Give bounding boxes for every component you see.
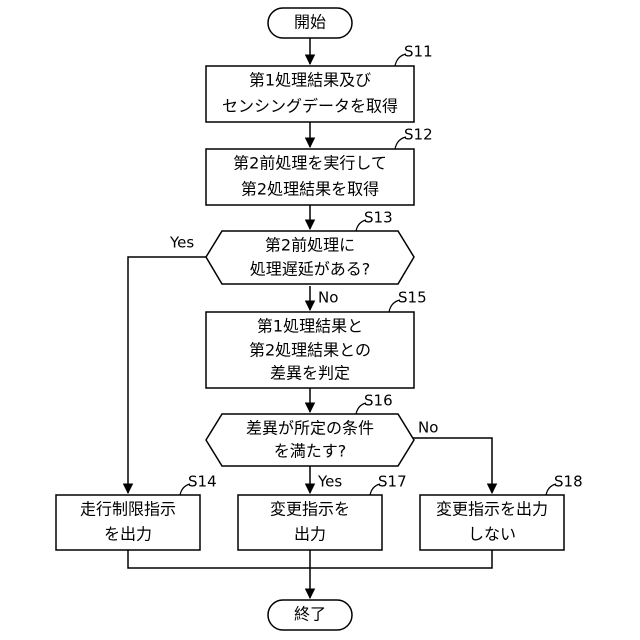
s14-line-1: 走行制限指示 — [80, 500, 176, 519]
s16-step-label: S16 — [364, 392, 393, 410]
step-s14: 走行制限指示 を出力 S14 — [56, 473, 217, 551]
s15-line-2: 第2処理結果との — [249, 341, 371, 360]
s15-line-3: 差異を判定 — [270, 364, 350, 383]
s14-step-label: S14 — [188, 473, 217, 491]
s12-step-label: S12 — [404, 126, 433, 144]
s13-line-2: 処理遅延がある? — [250, 260, 371, 279]
end-label: 終了 — [294, 605, 326, 624]
decision-s13: 第2前処理に 処理遅延がある? S13 Yes No — [169, 209, 414, 307]
s13-no-label: No — [318, 289, 338, 307]
start-terminal: 開始 — [268, 8, 352, 38]
s14-line-2: を出力 — [104, 525, 152, 544]
arrow-s16-no-to-s18 — [413, 438, 492, 493]
arrow-s13-yes-to-s14 — [128, 257, 206, 493]
s15-line-1: 第1処理結果と — [257, 317, 363, 336]
s16-no-label: No — [418, 419, 438, 437]
s11-line-1: 第1処理結果及び — [249, 71, 371, 90]
s11-step-label: S11 — [404, 43, 433, 61]
step-s12: 第2前処理を実行して 第2処理結果を取得 S12 — [206, 126, 433, 206]
s12-line-2: 第2処理結果を取得 — [241, 180, 379, 199]
s13-line-1: 第2前処理に — [265, 236, 355, 255]
s12-line-1: 第2前処理を実行して — [233, 154, 387, 173]
s15-step-label: S15 — [398, 289, 427, 307]
s17-line-2: 出力 — [294, 525, 326, 544]
s17-line-1: 変更指示を — [270, 500, 350, 519]
start-label: 開始 — [294, 13, 326, 32]
s18-step-label: S18 — [554, 473, 583, 491]
s13-yes-label: Yes — [169, 234, 194, 252]
end-terminal: 終了 — [268, 600, 352, 630]
step-s18: 変更指示を出力 しない S18 — [420, 473, 583, 551]
step-s11: 第1処理結果及び センシングデータを取得 S11 — [206, 43, 433, 123]
s13-step-label: S13 — [364, 209, 393, 227]
s18-line-2: しない — [468, 525, 516, 544]
s17-step-label: S17 — [378, 473, 407, 491]
s18-line-1: 変更指示を出力 — [436, 500, 548, 519]
s16-line-2: を満たす? — [274, 442, 347, 461]
step-s15: 第1処理結果と 第2処理結果との 差異を判定 S15 — [206, 289, 427, 389]
s16-yes-label: Yes — [317, 473, 342, 491]
s11-line-2: センシングデータを取得 — [222, 97, 398, 116]
s16-line-1: 差異が所定の条件 — [246, 419, 374, 438]
